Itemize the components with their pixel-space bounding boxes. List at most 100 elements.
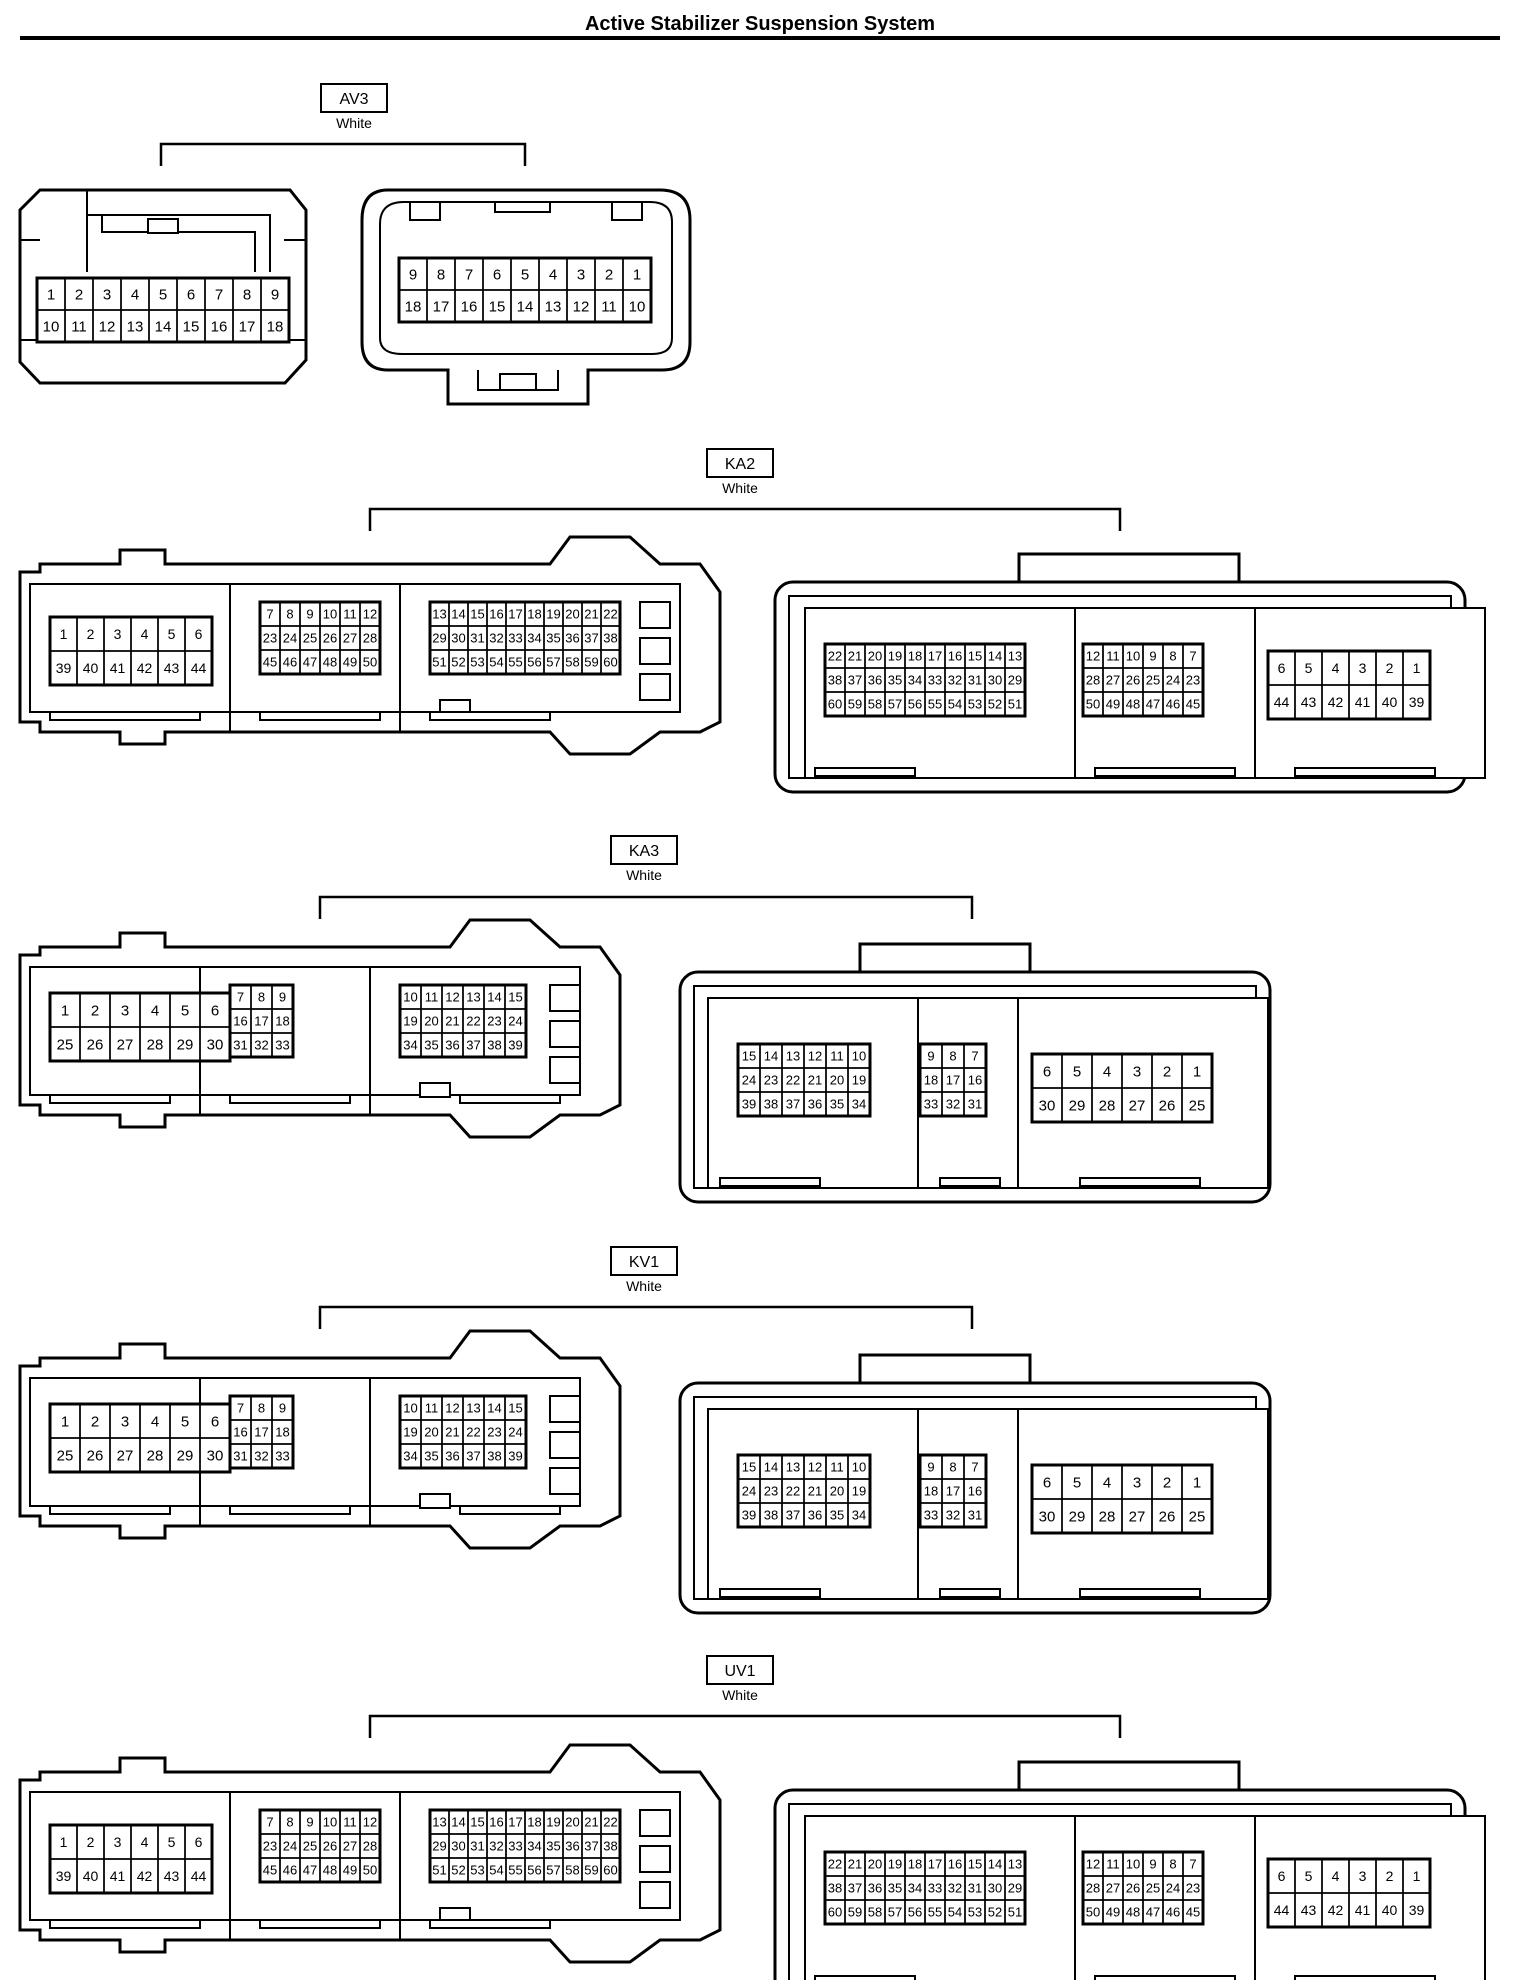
pin-number: 27 [1106, 1881, 1120, 1896]
pin-number: 19 [888, 649, 902, 664]
pin-number: 14 [487, 1401, 501, 1416]
pin-number: 60 [603, 1863, 617, 1878]
pin-number: 21 [584, 607, 598, 622]
pin-cell [847, 1502, 871, 1528]
pin-number: 4 [151, 1413, 159, 1430]
pin-number: 11 [425, 1401, 439, 1416]
pin-number: 27 [343, 1839, 357, 1854]
pin-number: 31 [233, 1038, 247, 1053]
pin-number: 18 [908, 649, 922, 664]
pin-number: 17 [928, 1857, 942, 1872]
pin-number: 2 [75, 286, 83, 303]
pin-number: 36 [445, 1449, 459, 1464]
pin-number: 33 [928, 1881, 942, 1896]
connector-code-box [320, 83, 388, 113]
housing-latch-tab [499, 373, 537, 391]
pin-number: 16 [489, 607, 503, 622]
pin-number: 26 [1126, 673, 1140, 688]
pin-number: 3 [1359, 660, 1367, 676]
pin-number: 23 [1186, 673, 1200, 688]
housing-rib [814, 767, 916, 777]
pin-number: 54 [948, 1905, 962, 1920]
pin-number: 25 [1189, 1508, 1206, 1525]
pin-number: 33 [924, 1508, 938, 1523]
pin-number: 15 [470, 607, 484, 622]
pin-number: 56 [908, 1905, 922, 1920]
pin-number: 37 [848, 1881, 862, 1896]
pin-number: 20 [424, 1014, 438, 1029]
pin-number: 56 [527, 1863, 541, 1878]
pin-number: 26 [87, 1447, 104, 1464]
pin-number: 33 [508, 1839, 522, 1854]
pin-number: 1 [61, 1002, 69, 1019]
housing-rib [719, 1588, 821, 1598]
pin-cell [271, 1443, 294, 1469]
pin-number: 20 [565, 607, 579, 622]
pin-cell [1181, 1498, 1213, 1534]
pin-number: 34 [403, 1449, 417, 1464]
pin-number: 5 [168, 626, 176, 642]
pin-number: 35 [830, 1508, 844, 1523]
pin-number: 32 [254, 1038, 268, 1053]
housing-outline [360, 188, 692, 406]
pin-number: 42 [1328, 1902, 1344, 1918]
pin-number: 22 [603, 607, 617, 622]
pin-number: 29 [432, 1839, 446, 1854]
pin-number: 38 [487, 1449, 501, 1464]
pin-number: 58 [565, 1863, 579, 1878]
pin-number: 24 [1166, 1881, 1180, 1896]
pin-number: 34 [852, 1508, 866, 1523]
pin-number: 12 [99, 318, 116, 335]
connector-bracket [368, 1714, 1122, 1738]
pin-number: 38 [603, 631, 617, 646]
pin-number: 55 [928, 1905, 942, 1920]
housing-inner [788, 1803, 1452, 1980]
pin-number: 15 [968, 1857, 982, 1872]
pin-number: 14 [764, 1460, 778, 1475]
pin-number: 30 [988, 673, 1002, 688]
pin-number: 46 [1166, 697, 1180, 712]
pin-number: 4 [1332, 660, 1340, 676]
pin-number: 15 [489, 298, 506, 315]
pin-number: 10 [403, 990, 417, 1005]
pin-number: 6 [187, 286, 195, 303]
pin-number: 23 [263, 1839, 277, 1854]
pin-number: 12 [363, 607, 377, 622]
pin-number: 10 [323, 607, 337, 622]
pin-number: 19 [403, 1425, 417, 1440]
pin-number: 34 [527, 631, 541, 646]
connector-bracket [368, 507, 1122, 531]
pin-number: 21 [848, 1857, 862, 1872]
pin-number: 26 [1126, 1881, 1140, 1896]
pin-number: 18 [924, 1073, 938, 1088]
housing-key [409, 201, 441, 221]
pin-number: 20 [868, 1857, 882, 1872]
pin-number: 25 [303, 631, 317, 646]
pin-number: 53 [968, 1905, 982, 1920]
pin-number: 5 [1073, 1063, 1081, 1080]
housing-slot [49, 711, 201, 721]
housing-rib [1094, 767, 1236, 777]
pin-number: 9 [927, 1049, 934, 1064]
pin-number: 17 [946, 1073, 960, 1088]
pin-number: 6 [1043, 1063, 1051, 1080]
pin-number: 6 [1043, 1474, 1051, 1491]
pin-number: 41 [110, 1868, 126, 1884]
pin-number: 59 [584, 1863, 598, 1878]
pin-number: 30 [207, 1036, 224, 1053]
pin-number: 8 [949, 1049, 956, 1064]
pin-number: 19 [852, 1484, 866, 1499]
pin-number: 60 [603, 655, 617, 670]
pin-number: 11 [71, 318, 87, 335]
housing-latch-tab [147, 218, 179, 234]
